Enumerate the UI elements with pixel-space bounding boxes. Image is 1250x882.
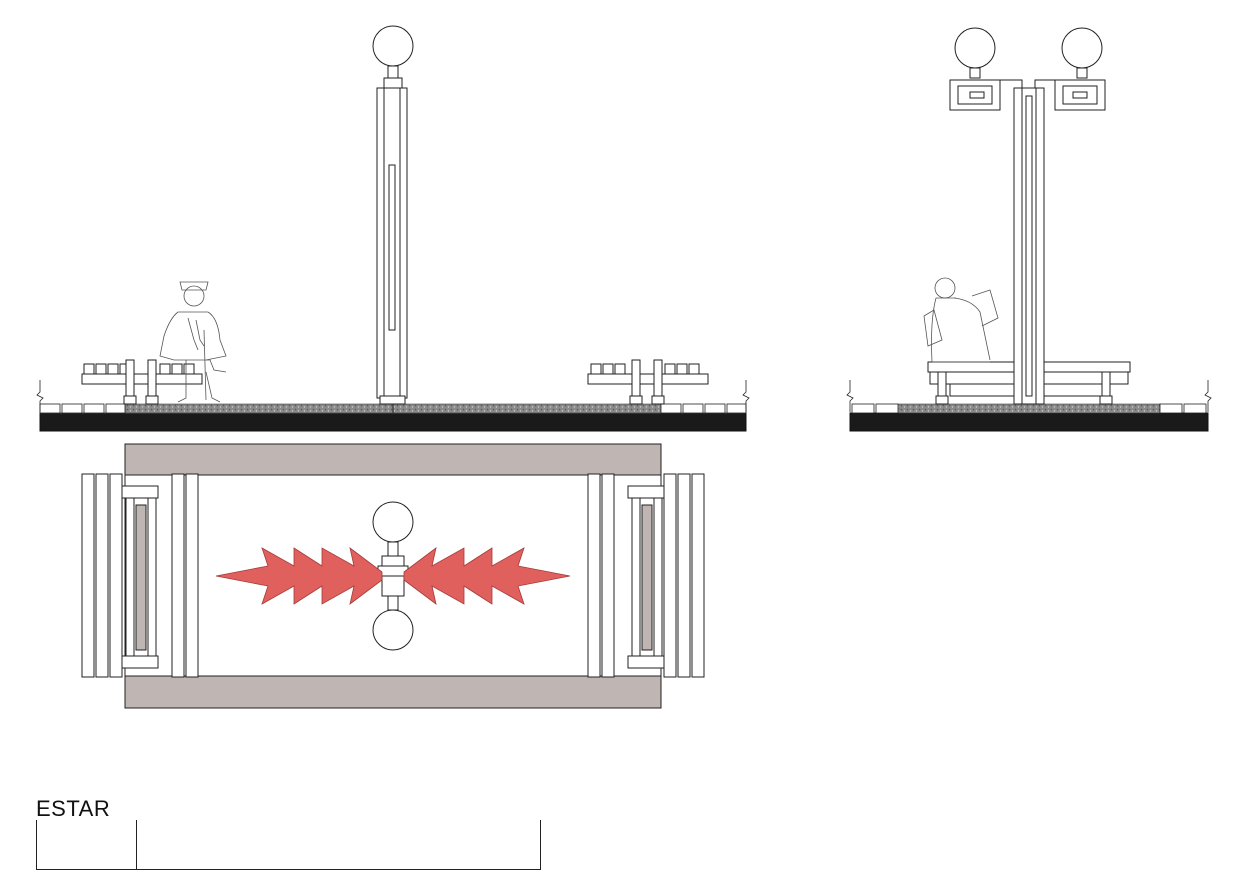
left-ground-slab: [39, 412, 747, 432]
double-lamp-post: [949, 27, 1106, 405]
central-lamp-post: [372, 25, 414, 405]
person-sitting-icon: [159, 281, 227, 403]
title-divider: [136, 820, 137, 869]
right-gravel-band: [897, 403, 1161, 414]
right-elevation: [846, 27, 1212, 432]
right-ground-slab: [849, 412, 1209, 432]
plan-right-bench: [587, 473, 705, 678]
lamp-globe-icon: [372, 501, 414, 543]
arrow-icon: [215, 547, 383, 605]
person-reading-icon: [923, 277, 999, 363]
title-frame: [36, 820, 541, 870]
left-bench: [81, 359, 203, 405]
plan-bottom-band: [124, 675, 662, 709]
left-paving-blocks: [39, 403, 747, 414]
lamp-globe-icon: [372, 25, 414, 67]
right-bench: [587, 359, 709, 405]
left-elevation: [36, 25, 750, 432]
lamp-globe-icon: [372, 609, 414, 651]
plan-lamp: [372, 501, 414, 651]
plan-top-band: [124, 443, 662, 476]
lamp-globe-icon: [1061, 27, 1103, 69]
right-paving-blocks: [851, 403, 1207, 414]
arrow-icon: [403, 547, 571, 605]
lamp-globe-icon: [954, 27, 996, 69]
title-label: ESTAR: [36, 796, 111, 821]
plan-left-bench: [81, 473, 199, 678]
plan-view: [81, 443, 705, 709]
